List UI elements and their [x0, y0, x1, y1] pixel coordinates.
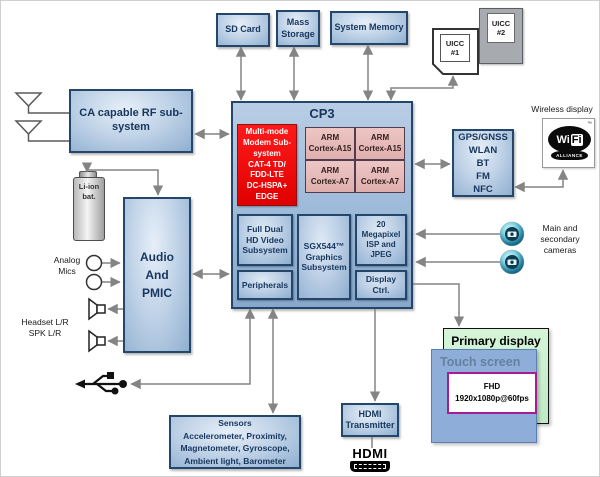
camera2-icon [499, 249, 525, 275]
wireless-display-label: Wireless display [531, 104, 593, 114]
antenna2-feedline [27, 134, 69, 142]
arm-cortex-a15-core1: ARM Cortex-A15 [305, 127, 355, 160]
arm-cortex-a7-core1: ARM Cortex-A7 [305, 160, 355, 193]
analog-mics-label: Analog Mics [53, 255, 81, 277]
rf-subsystem-block: CA capable RF sub- system [69, 89, 193, 153]
wire-displayctrl-primarydisplay [413, 283, 465, 327]
wifi-oval: Wi Fi [548, 126, 591, 153]
speaker1-icon [88, 297, 98, 321]
connectivity-block: GPS/GNSS WLAN BT FM NFC [452, 129, 514, 197]
antenna1-feedline [27, 106, 69, 114]
arm-cortex-a7-core2: ARM Cortex-A7 [355, 160, 405, 193]
usb-icon [75, 372, 127, 395]
trademark-symbol: ™ [587, 121, 592, 127]
hdmi-logo: HDMI [345, 447, 395, 472]
wire-uicc-cp3 [385, 75, 459, 101]
speaker1-driver [96, 304, 106, 314]
sensors-title: Sensors [218, 418, 252, 428]
wifi-alliance-logo: Wi Fi ™ ALLIANCE [542, 118, 595, 168]
uicc1-label: UICC #1 [440, 34, 470, 62]
arm-cortex-a15-core2: ARM Cortex-A15 [355, 127, 405, 160]
fhd-resolution-box: FHD 1920x1080p@60fps [447, 372, 537, 414]
peripherals-block: Peripherals [237, 270, 293, 300]
mic1-icon [85, 254, 103, 272]
antenna1-icon [14, 92, 43, 108]
mic2-icon [85, 273, 103, 291]
display-ctrl-block: Display Ctrl. [355, 270, 407, 300]
audio-pmic-block: Audio And PMIC [123, 197, 191, 353]
sensors-items: Accelerometer, Proximity, Magnetometer, … [180, 430, 290, 466]
isp-block: 20 Megapixel ISP and JPEG [355, 214, 407, 266]
speaker2-driver [96, 336, 106, 346]
sd-card-block: SD Card [216, 13, 270, 47]
antenna2-icon [14, 120, 43, 136]
wifi-alliance-banner: ALLIANCE [551, 151, 588, 160]
uicc2-label: UICC #2 [487, 13, 515, 43]
wire-connectivity-wifi [514, 169, 569, 193]
hdmi-connector-icon [350, 461, 390, 472]
system-memory-block: System Memory [330, 11, 408, 45]
hdmi-transmitter-block: HDMI Transmitter [341, 403, 399, 437]
battery-block: Li-ion bat. [73, 177, 105, 241]
headset-spk-label: Headset L/R SPK L/R [21, 317, 69, 339]
wifi-fi-text: Fi [570, 133, 583, 146]
wifi-wi-text: Wi [556, 133, 570, 146]
graphics-subsystem-block: SGX544™ Graphics Subsystem [297, 214, 351, 300]
mass-storage-block: Mass Storage [276, 10, 320, 47]
video-subsystem-block: Full Dual HD Video Subsystem [237, 214, 293, 266]
cameras-label: Main and secondary cameras [540, 223, 580, 256]
hdmi-logo-text: HDMI [352, 446, 388, 461]
speaker2-icon [88, 329, 98, 353]
camera1-icon [499, 221, 525, 247]
cp3-title: CP3 [309, 106, 335, 121]
modem-subsystem-block: Multi-mode Modem Sub- system CAT-4 TD/ F… [237, 124, 297, 206]
